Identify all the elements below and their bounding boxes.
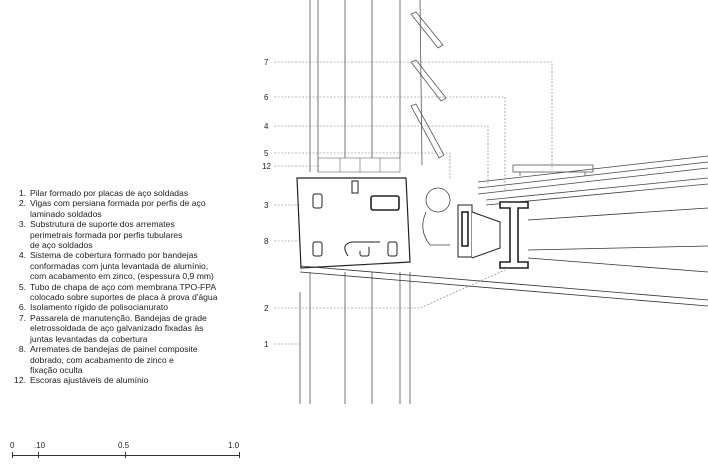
legend-item-text: Isolamento rígido de polisocianurato <box>30 302 169 313</box>
callout-1: 1 <box>264 340 269 349</box>
callout-4: 4 <box>264 122 269 131</box>
legend-item-number: 6. <box>18 302 26 313</box>
scale-tick <box>12 452 13 458</box>
legend-item-number: 8. <box>18 344 26 355</box>
legend-item: 1. Pilar formado por placas de aço soldad… <box>8 188 270 198</box>
legend-item-number: 1. <box>18 188 26 198</box>
legend-item-number: 5. <box>18 281 26 292</box>
louvre-blades <box>410 0 447 166</box>
legend-item-number: 4. <box>18 250 26 261</box>
legend-item-text: Passarela de manutenção. Bandejas de gra… <box>30 312 207 344</box>
maintenance-walkway <box>512 164 594 176</box>
callout-6: 6 <box>264 93 269 102</box>
scale-label-10: 1.0 <box>228 441 240 450</box>
legend-list: 1. Pilar formado por placas de aço soldad… <box>8 188 270 386</box>
callout-7: 7 <box>264 58 269 67</box>
legend-item-text: Tubo de chapa de aço com membrana TPO-FP… <box>30 281 218 303</box>
steel-tube-membrane <box>422 187 451 246</box>
legend-item: 5. Tubo de chapa de aço com membrana TPO-… <box>8 282 270 303</box>
legend-item-text: Pilar formado por placas de aço soldadas <box>30 188 189 198</box>
legend-item: 7. Passarela de manutenção. Bandejas de g… <box>8 313 270 344</box>
scale-tick <box>38 452 39 458</box>
callout-5: 5 <box>264 149 269 158</box>
roof-tray-system <box>477 155 708 206</box>
legend-item-text: Arremates de bandejas de painel composit… <box>30 344 198 375</box>
legend-item-text: Substrutura de suporte dos arremates per… <box>30 219 183 251</box>
scale-label-0: 0 <box>10 441 15 450</box>
legend-item-text: Sistema de cobertura formado por bandeja… <box>30 250 214 282</box>
callout-12: 12 <box>262 162 271 171</box>
callout-8: 8 <box>264 237 269 246</box>
legend-item-text: Vigas com persiana formada por perfis de… <box>30 198 206 219</box>
louvre-beams <box>299 207 708 307</box>
composite-panel-trim <box>457 201 529 269</box>
legend-item-number: 3. <box>18 219 26 230</box>
legend-item: 12. Escoras ajustáveis de alumínio <box>8 375 270 385</box>
legend-item-number: 7. <box>18 312 26 323</box>
legend-item-text: Escoras ajustáveis de alumínio <box>30 375 149 386</box>
callout-2: 2 <box>264 304 269 313</box>
callout-3: 3 <box>264 201 269 210</box>
legend-item-number: 12. <box>14 375 26 386</box>
legend-item: 4. Sistema de cobertura formado por bande… <box>8 250 270 281</box>
scale-label-05: 0.5 <box>118 441 130 450</box>
legend-item-number: 2. <box>18 198 26 209</box>
support-substructure <box>296 177 411 269</box>
scale-bar: 0 .10 0.5 1.0 <box>8 441 248 469</box>
legend-item: 2. Vigas com persiana formada por perfis … <box>8 198 270 219</box>
legend-item: 3. Substrutura de suporte dos arremates p… <box>8 219 270 250</box>
scale-tick <box>125 452 126 458</box>
callout-leaders <box>274 61 553 345</box>
legend-item: 8. Arremates de bandejas de painel compos… <box>8 344 270 375</box>
steel-column <box>299 0 411 404</box>
scale-tick <box>239 452 240 458</box>
aluminium-struts <box>317 157 401 173</box>
scale-label-010: .10 <box>34 441 46 450</box>
legend-item: 6. Isolamento rígido de polisocianurato <box>8 302 270 312</box>
